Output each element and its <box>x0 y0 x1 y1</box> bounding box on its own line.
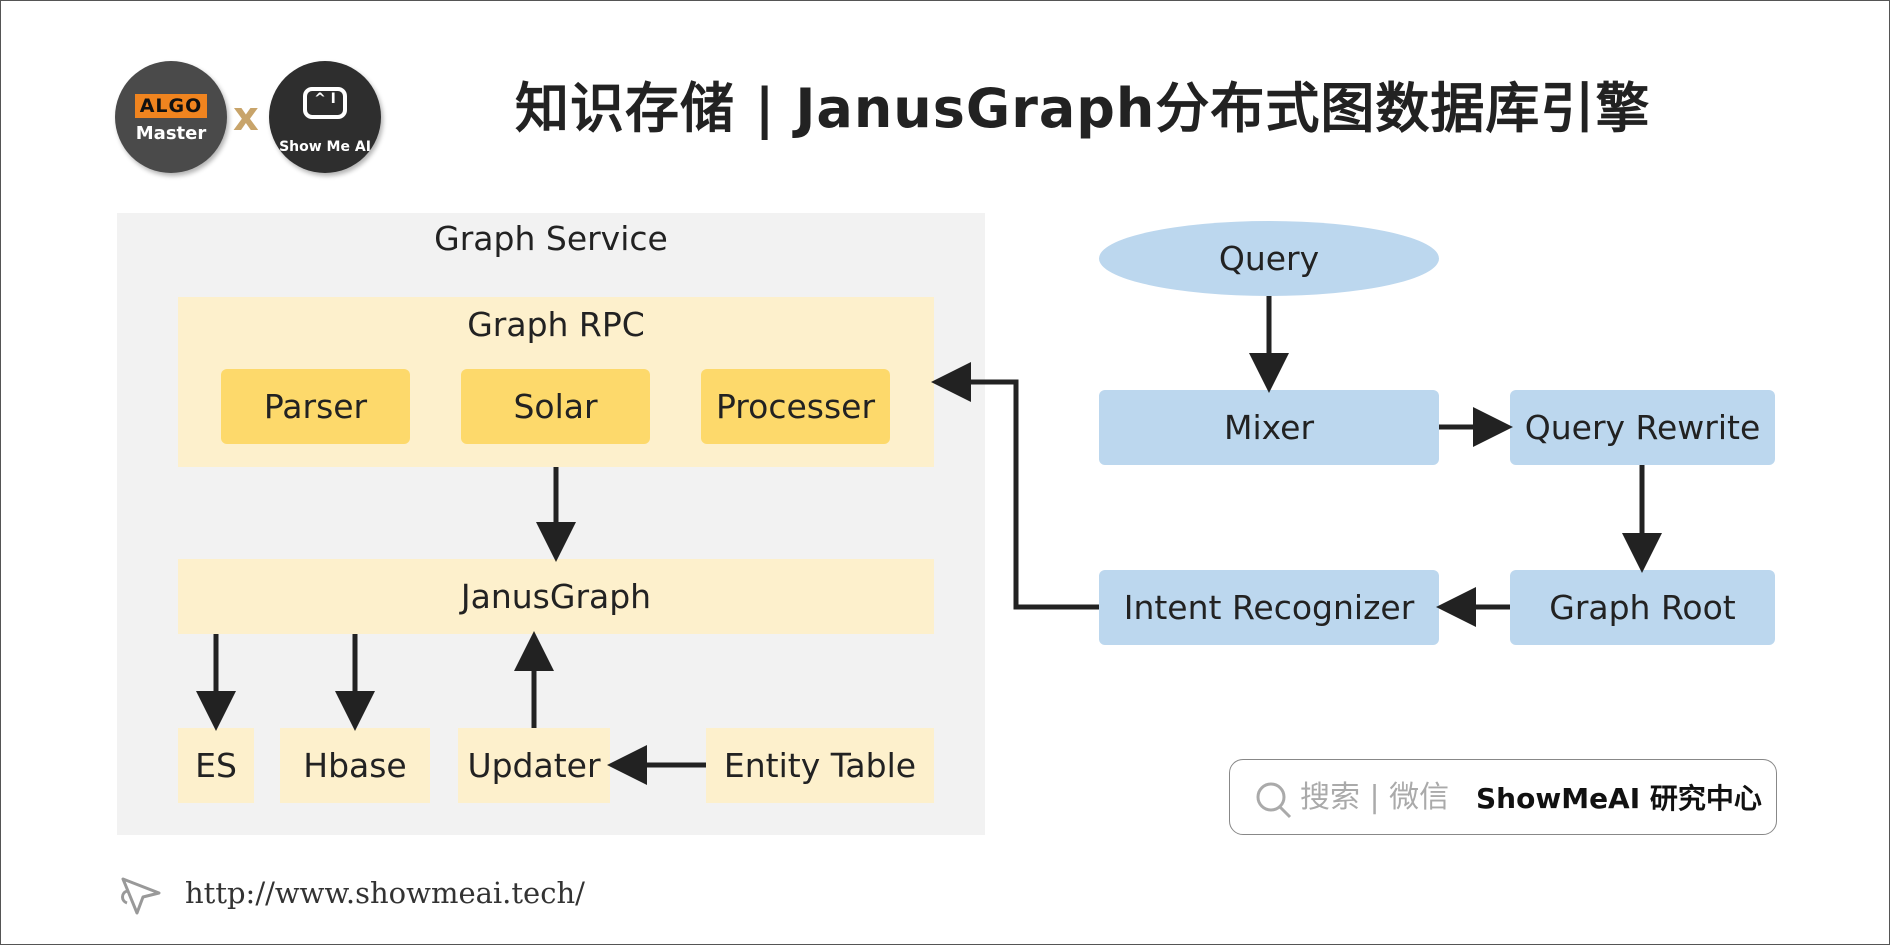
solar-box: Solar <box>461 369 650 444</box>
graph-root-box: Graph Root <box>1510 570 1775 645</box>
wechat-search-box: 搜索 | 微信 ShowMeAI 研究中心 <box>1229 759 1777 835</box>
showmeai-logo: ^ I Show Me AI <box>269 61 381 173</box>
algo-master-logo: ALGO Master <box>115 61 227 173</box>
entity-table-box: Entity Table <box>706 728 934 803</box>
search-placeholder: 搜索 | 微信 <box>1300 780 1450 815</box>
robot-face: ^ I <box>314 91 336 107</box>
intent-recognizer-box: Intent Recognizer <box>1099 570 1439 645</box>
showmeai-logo-sub: Show Me AI <box>279 139 371 155</box>
janusgraph-box: JanusGraph <box>178 559 934 634</box>
algo-logo-sub: Master <box>135 123 207 144</box>
algo-logo-tag: ALGO <box>135 94 207 118</box>
arrow-intent-to-rpc <box>931 362 1099 610</box>
parser-box: Parser <box>221 369 410 444</box>
graph-service-label: Graph Service <box>434 219 668 258</box>
processer-box: Processer <box>701 369 890 444</box>
page-title: 知识存储 | JanusGraph分布式图数据库引擎 <box>515 77 1651 140</box>
query-ellipse: Query <box>1099 221 1439 296</box>
hbase-box: Hbase <box>280 728 430 803</box>
logo-separator: x <box>233 94 259 140</box>
search-icon <box>1256 782 1292 819</box>
es-box: ES <box>178 728 254 803</box>
footer-url[interactable]: http://www.showmeai.tech/ <box>185 876 585 910</box>
cursor-icon <box>121 877 161 915</box>
query-rewrite-box: Query Rewrite <box>1510 390 1775 465</box>
graph-rpc-label: Graph RPC <box>467 305 645 344</box>
robot-screen-icon <box>303 87 347 119</box>
updater-box: Updater <box>458 728 610 803</box>
search-brand: ShowMeAI 研究中心 <box>1476 782 1762 815</box>
mixer-box: Mixer <box>1099 390 1439 465</box>
